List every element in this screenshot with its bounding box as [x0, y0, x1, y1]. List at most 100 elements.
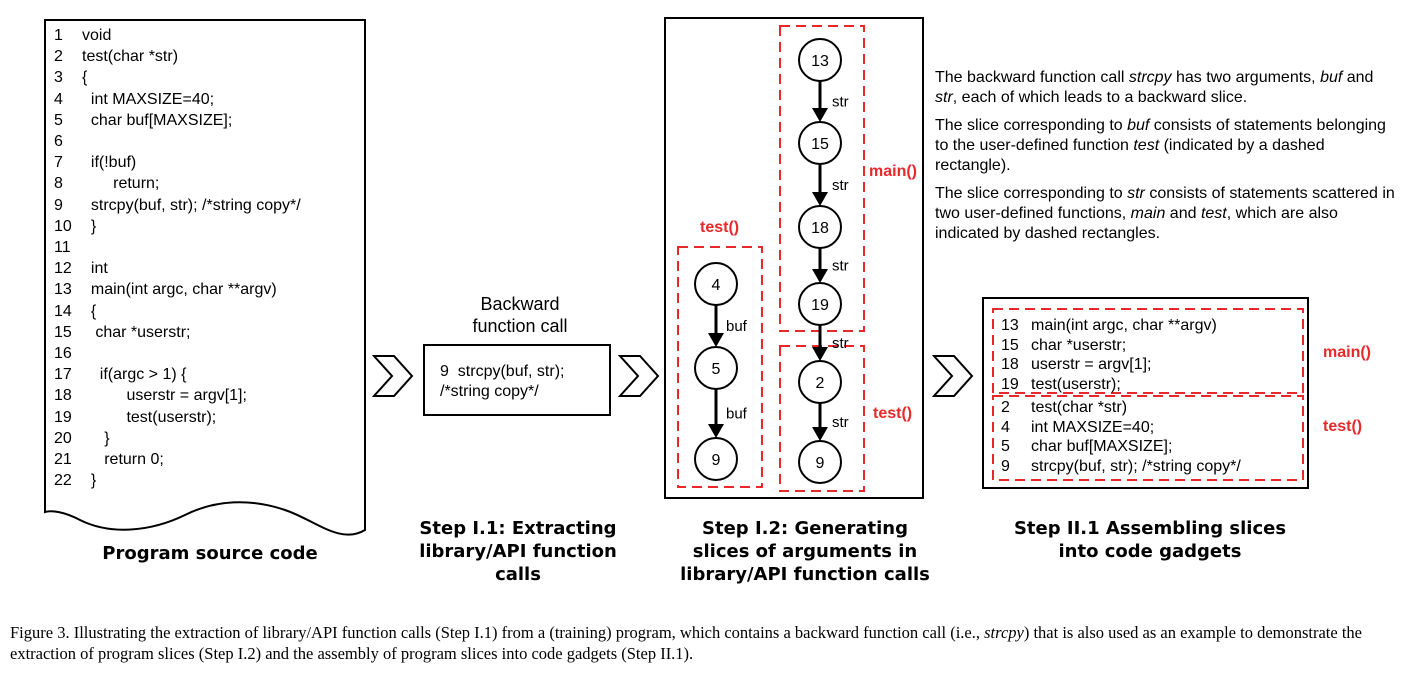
graph-arrowhead [812, 427, 828, 441]
gadget-main-dashed [992, 308, 1304, 394]
code-line-number: 17 [54, 366, 72, 384]
gadget-test-label: test() [1323, 418, 1363, 435]
code-line-text: } [82, 217, 97, 235]
main-function-label: main() [869, 163, 917, 180]
gadget-line-text: userstr = argv[1]; [1031, 356, 1152, 373]
test-function-label-left: test() [700, 219, 740, 236]
code-line-number: 10 [54, 217, 72, 235]
code-line-number: 21 [54, 451, 72, 468]
source-code-document [44, 19, 366, 536]
code-line-number: 16 [54, 345, 72, 362]
explanation-paragraph-2: The slice corresponding to buf consists … [935, 117, 1386, 174]
chevron-arrow-1 [371, 355, 414, 397]
code-line-text: { [82, 302, 97, 320]
test-dashed-rect-right [779, 345, 865, 492]
graph-node [798, 121, 842, 165]
graph-node [798, 440, 842, 484]
graph-node [694, 437, 738, 481]
code-line-text: int MAXSIZE=40; [82, 90, 215, 108]
code-line-number: 1 [54, 27, 63, 44]
gadget-line-number: 2 [1001, 399, 1010, 416]
graph-arrowhead [708, 333, 724, 347]
figure-caption: Figure 3. Illustrating the extraction of… [10, 623, 1362, 663]
code-line-number: 22 [54, 472, 72, 490]
graph-node [798, 360, 842, 404]
graph-node-label: 19 [811, 297, 829, 314]
code-line-number: 18 [54, 387, 72, 405]
code-line-text: } [82, 429, 110, 447]
code-line-text: main(int argc, char **argv) [82, 281, 277, 299]
code-line-number: 11 [54, 239, 71, 256]
graph-node-label: 9 [816, 455, 825, 472]
code-line-text: if(!buf) [82, 154, 137, 172]
graph-edge-label: str [832, 414, 849, 431]
graph-node [798, 38, 842, 82]
graph-node-label: 5 [712, 361, 721, 378]
code-line-text: test(userstr); [82, 408, 217, 426]
gadget-line-text: test(userstr); [1031, 375, 1121, 393]
gadget-line-text: int MAXSIZE=40; [1031, 418, 1155, 436]
code-line-text: char *userstr; [82, 323, 191, 341]
code-line-number: 12 [54, 260, 72, 278]
gadget-line-text: strcpy(buf, str); /*string copy*/ [1031, 457, 1241, 475]
code-line-text: int [82, 260, 108, 278]
gadget-line-number: 5 [1001, 438, 1010, 455]
backward-call-box [423, 344, 611, 416]
code-line-text: userstr = argv[1]; [82, 387, 247, 405]
code-line-number: 20 [54, 429, 72, 447]
gadget-line-number: 15 [1001, 336, 1019, 354]
code-line-number: 5 [54, 111, 63, 129]
code-line-number: 7 [54, 154, 63, 172]
graph-edge-label: buf [726, 318, 748, 335]
gadget-line-text: test(char *str) [1031, 399, 1128, 416]
code-line-text: strcpy(buf, str); /*string copy*/ [82, 196, 301, 214]
explanation-paragraph-3: The slice corresponding to str consists … [935, 185, 1395, 242]
backward-heading-1: Backward [480, 294, 560, 314]
graph-edge-label: buf [726, 406, 748, 423]
graph-node [798, 282, 842, 326]
code-line-text: char buf[MAXSIZE]; [82, 111, 233, 129]
program-source-code-label: Program source code [102, 543, 318, 564]
gadget-line-number: 13 [1001, 317, 1019, 334]
graph-edge-label: str [832, 177, 849, 194]
chevron-arrow-2 [617, 355, 660, 397]
graph-arrowhead [812, 108, 828, 122]
code-line-number: 8 [54, 175, 63, 193]
code-line-text: { [82, 69, 88, 87]
slices-box [664, 17, 924, 499]
code-line-number: 13 [54, 281, 72, 299]
graph-arrowhead [812, 347, 828, 361]
code-line-text: return 0; [82, 451, 164, 468]
graph-node [694, 346, 738, 390]
graph-node-label: 2 [816, 375, 825, 392]
gadget-line-number: 19 [1001, 375, 1019, 393]
code-line-text: test(char *str) [82, 48, 179, 66]
step-i2-label: Step I.2: Generating slices of arguments… [680, 518, 930, 585]
graph-edge-label: str [832, 94, 849, 111]
gadget-line-text: main(int argc, char **argv) [1031, 317, 1217, 334]
graph-edge-label: str [832, 335, 849, 352]
graph-node-label: 15 [811, 136, 829, 153]
code-line-number: 15 [54, 323, 72, 341]
gadget-line-number: 18 [1001, 356, 1019, 373]
main-dashed-rect [779, 25, 865, 332]
explanation-text: The backward function call strcpy has tw… [935, 68, 1395, 252]
graph-arrowhead [708, 424, 724, 438]
graph-node-label: 9 [712, 452, 721, 469]
step-i1-label: Step I.1: Extracting library/API functio… [419, 518, 617, 585]
graph-node-label: 18 [811, 220, 829, 237]
gadget-test-dashed [992, 395, 1304, 481]
explanation-paragraph-1: The backward function call strcpy has tw… [935, 69, 1374, 106]
gadget-line-number: 4 [1001, 418, 1010, 436]
graph-arrowhead [812, 269, 828, 283]
chevron-arrow-3 [931, 355, 974, 397]
backward-heading-2: function call [472, 316, 568, 336]
code-line-number: 2 [54, 48, 63, 66]
gadget-line-text: char *userstr; [1031, 336, 1127, 354]
graph-edge-label: str [832, 258, 849, 275]
code-line-number: 3 [54, 69, 63, 87]
test-dashed-rect-left [677, 246, 763, 488]
code-line-text: if(argc > 1) { [82, 366, 187, 384]
